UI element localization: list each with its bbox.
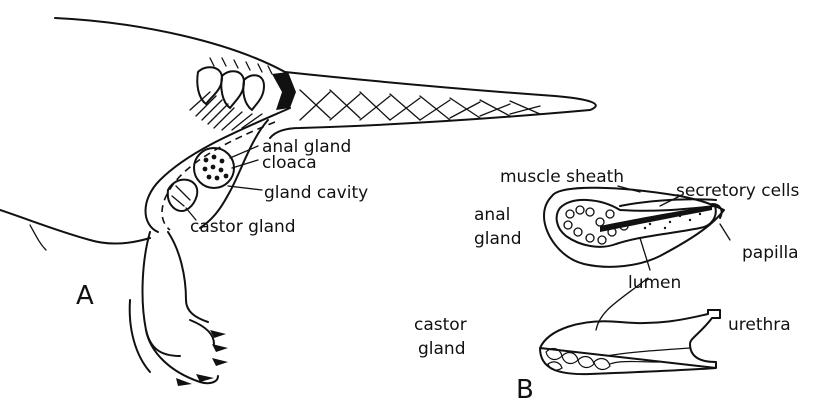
- vertebrae: [197, 67, 264, 110]
- claws: [176, 330, 228, 386]
- castor-gland-b: [540, 310, 720, 374]
- label-urethra: urethra: [728, 315, 791, 335]
- body-outline: [55, 18, 285, 72]
- label-castor-gland-b-line2: gland: [418, 339, 466, 359]
- label-secretory-cells: secretory cells: [676, 181, 800, 201]
- anal-gland-cells: [203, 155, 229, 181]
- label-gland-cavity: gland cavity: [264, 183, 368, 203]
- label-castor-gland-a: castor gland: [190, 217, 296, 237]
- label-cloaca: cloaca: [262, 153, 317, 173]
- body-wall-dashed: [162, 122, 275, 230]
- label-lumen: lumen: [628, 273, 681, 293]
- label-papilla: papilla: [742, 243, 799, 263]
- panel-a-letter: A: [76, 281, 94, 311]
- label-anal-gland-b-line2: gland: [474, 229, 522, 249]
- panel-b-letter: B: [516, 375, 534, 405]
- label-muscle-sheath: muscle sheath: [500, 167, 624, 187]
- belly-outline: [0, 210, 150, 244]
- castor-gland-a: [168, 180, 197, 211]
- label-castor-gland-b-line1: castor: [414, 315, 467, 335]
- hind-foot: [146, 330, 218, 383]
- urethra: [708, 310, 720, 318]
- label-anal-gland-b-line1: anal: [474, 205, 510, 225]
- tail-scales: [300, 90, 540, 120]
- tail-base-band: [272, 72, 296, 110]
